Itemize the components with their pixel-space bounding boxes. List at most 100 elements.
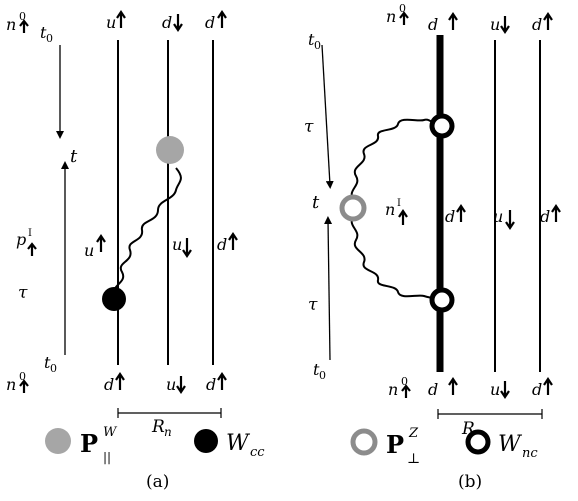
legend-w-sub: nc [522, 446, 538, 461]
mid-d-label: d [217, 235, 227, 254]
top-n-sup: 0 [19, 10, 26, 23]
mid-u-label: u [84, 241, 94, 260]
panel-b-caption: (b) [458, 472, 482, 492]
top-d-label: d [428, 15, 438, 34]
bottom-n-label: n [6, 375, 16, 394]
top-t0-label: t [40, 23, 47, 42]
legend-p-sub: || [103, 450, 111, 464]
bottom-t0-label: t [313, 360, 320, 379]
spin-up-icon [398, 209, 408, 225]
legend-w-sub: cc [250, 445, 265, 460]
legend-w-label: W [498, 432, 523, 457]
z-boson-propagator-upper [350, 118, 437, 201]
top-d1-label: d [162, 13, 172, 32]
legend-gray-ring [350, 428, 378, 456]
legend-black-ring [465, 429, 491, 455]
legend-p-label: P [80, 429, 98, 458]
vertex-w-cc [102, 287, 126, 311]
top-d2-label: d [205, 13, 215, 32]
bottom-n-label: n [388, 380, 398, 399]
top-n-label: n [6, 15, 16, 34]
spin-up-icon [115, 372, 125, 390]
top-t0-sub: 0 [46, 32, 53, 45]
time-arrow-down [321, 44, 334, 189]
spin-up-icon [19, 19, 29, 33]
mid-d-label: d [445, 207, 455, 226]
rn-range-bracket [117, 408, 222, 418]
mid-tau-label: τ [18, 283, 28, 303]
legend-p-sup: Z [408, 426, 419, 441]
bottom-n-sup: 0 [19, 370, 26, 383]
top-t0-label: t [308, 30, 315, 49]
time-arrow-up [324, 216, 333, 361]
w-boson-propagator [113, 167, 182, 296]
spin-up-icon [448, 12, 458, 30]
mid-d2-label: d [540, 207, 550, 226]
spin-up-icon [399, 11, 409, 25]
z-boson-propagator-lower [350, 215, 437, 299]
mid-p-label: p [16, 230, 26, 249]
legend-p-label: P [386, 430, 404, 459]
rn-label: R [151, 417, 165, 437]
spin-down-icon [500, 16, 510, 34]
bottom-d2-label: d [532, 380, 542, 399]
top-u-label: u [106, 13, 116, 32]
bottom-u-label: u [166, 375, 176, 394]
mid-tau2-label: τ [308, 295, 318, 315]
mid-ni-label: n [385, 200, 395, 219]
mid-tau1-label: τ [304, 117, 314, 137]
rn-range-bracket [437, 409, 543, 419]
mid-p-sup: I [28, 228, 32, 239]
legend-p-sup: W [103, 425, 118, 440]
vertex-w-nc-lower [429, 287, 455, 313]
spin-up-icon [217, 372, 227, 390]
spin-down-icon [500, 381, 510, 399]
bottom-d-label: d [428, 380, 438, 399]
spin-up-icon [19, 379, 29, 393]
bottom-t0-label: t [44, 353, 51, 372]
spin-up-icon [116, 10, 126, 28]
bottom-d-label: d [104, 375, 114, 394]
legend-w-label: W [226, 431, 251, 456]
spin-up-icon [551, 204, 561, 222]
bottom-u-label: u [490, 380, 500, 399]
mid-u-label: u [493, 207, 503, 226]
vertex-p-parallel-w [156, 136, 184, 164]
bottom-n-sup: 0 [401, 375, 408, 388]
vertex-p-perp-z [339, 194, 367, 222]
top-n-label: n [386, 7, 396, 26]
top-t0-sub: 0 [314, 39, 321, 52]
top-n-sup: 0 [399, 2, 406, 15]
spin-up-icon [401, 384, 411, 398]
spin-up-icon [543, 377, 553, 395]
spin-down-icon [182, 238, 192, 258]
legend-black-dot [194, 429, 218, 453]
spin-up-icon [448, 377, 458, 395]
bottom-t0-sub: 0 [50, 362, 57, 375]
mid-u2-label: u [172, 235, 182, 254]
panel-a-caption: (a) [146, 472, 169, 492]
spin-up-icon [96, 234, 106, 252]
top-u-label: u [490, 15, 500, 34]
mid-t-label: t [312, 192, 320, 213]
spin-up-icon [456, 204, 466, 222]
mid-ni-sup: I [397, 198, 401, 209]
bottom-t0-sub: 0 [319, 369, 326, 382]
legend-p-sub: ⊥ [407, 451, 420, 467]
rn-sub: n [164, 425, 172, 439]
panel-a: n 0 t 0 u d d t p I τ u u d t 0 n 0 d [6, 10, 265, 492]
spin-up-icon [217, 10, 227, 28]
vertex-w-nc-upper [429, 113, 455, 139]
top-d2-label: d [532, 15, 542, 34]
bottom-d2-label: d [206, 375, 216, 394]
spin-up-icon [27, 242, 37, 256]
spin-up-icon [228, 232, 238, 250]
panel-b: n 0 t 0 d u d τ t n I d u d τ t 0 n 0 [304, 2, 561, 492]
spin-down-icon [505, 210, 515, 230]
mid-t-label: t [70, 146, 78, 167]
legend-gray-dot [45, 428, 71, 454]
spin-up-icon [543, 12, 553, 30]
spin-down-icon [173, 14, 183, 32]
spin-down-icon [176, 376, 186, 394]
